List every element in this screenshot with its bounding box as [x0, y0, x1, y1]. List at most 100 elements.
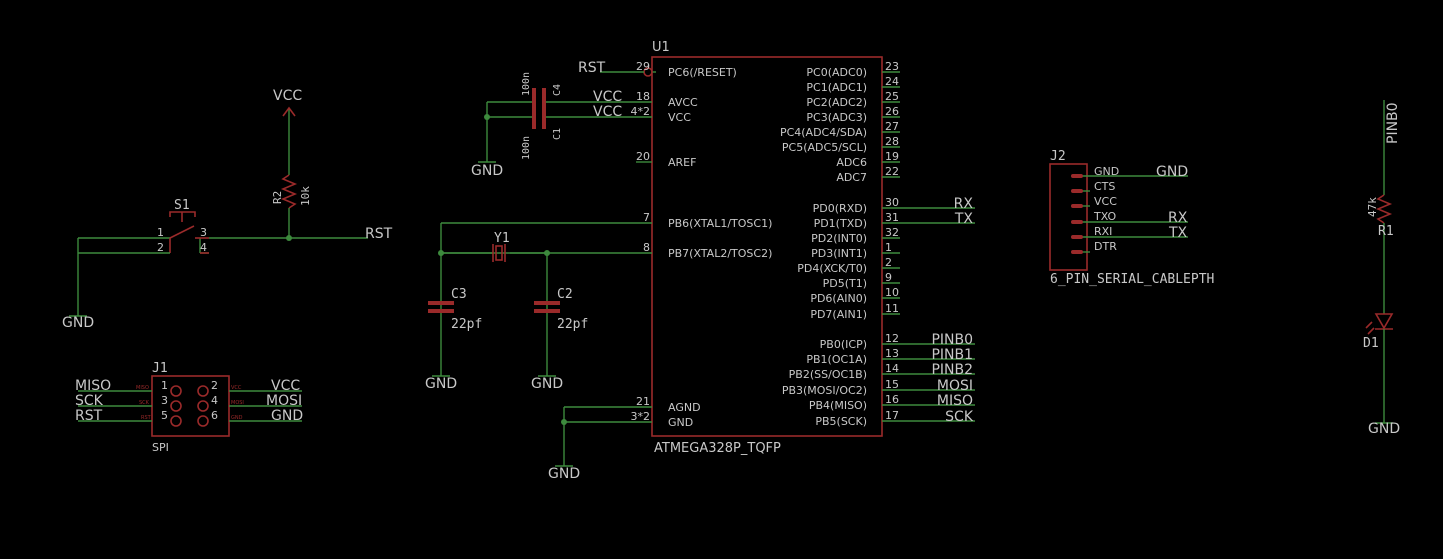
u1-pin-name: ADC6	[836, 156, 867, 169]
j2-pin-dtr: DTR	[1094, 240, 1117, 253]
u1-pin-number: 7	[643, 211, 650, 224]
rst-net-label: RST	[365, 226, 393, 242]
c3-value: 22pf	[451, 317, 482, 332]
u1-pin-number: 25	[885, 90, 899, 103]
u1-pin-name: GND	[668, 416, 693, 429]
u1-gnd-label: GND	[548, 466, 580, 482]
c4-value: 100n	[521, 72, 532, 96]
s1-ref: S1	[174, 198, 190, 213]
u1-pin-name: PD7(AIN1)	[810, 308, 867, 321]
s1-pin-2: 2	[157, 241, 164, 254]
u1-pin-name: VCC	[668, 111, 691, 124]
capacitor-c4-c1[interactable]	[484, 88, 600, 162]
u1-pin-number: 13	[885, 347, 899, 360]
reset-gnd-label: GND	[62, 315, 94, 331]
u1-pin-number: 16	[885, 393, 899, 406]
j1-pin-4: 4	[211, 394, 218, 407]
j1-pin-1: 1	[161, 379, 168, 392]
u1-pin-number: 4*2	[631, 105, 651, 118]
u1-pin-name: PB2(SS/OC1B)	[789, 368, 867, 381]
u1-pin-name: PC4(ADC4/SDA)	[780, 126, 867, 139]
u1-pin-name: PD1(TXD)	[814, 217, 867, 230]
j1-net-miso: MISO	[75, 378, 111, 394]
c2-value: 22pf	[557, 317, 588, 332]
j1-net-rst: RST	[75, 408, 103, 424]
c2-ref: C2	[557, 287, 573, 302]
j1-net-vcc: VCC	[271, 378, 300, 394]
u1-pin-name: PC3(ADC3)	[806, 111, 867, 124]
u1-pin-name: AVCC	[668, 96, 698, 109]
c3-ref: C3	[451, 287, 467, 302]
u1-pin-name: PC5(ADC5/SCL)	[782, 141, 867, 154]
u1-pin-name: PB6(XTAL1/TOSC1)	[668, 217, 772, 230]
u1-value: ATMEGA328P_TQFP	[654, 441, 781, 456]
u1-pin-name: AGND	[668, 401, 701, 414]
u1-pin-number: 3*2	[631, 410, 651, 423]
crystal-y1[interactable]	[438, 223, 550, 376]
j2-serial-header[interactable]	[1049, 163, 1188, 271]
u1-right-pins: PC0(ADC0)23PC1(ADC1)24PC2(ADC2)25PC3(ADC…	[780, 60, 975, 428]
u1-pin-name: PB3(MOSI/OC2)	[782, 384, 867, 397]
net-label-vcc: VCC	[593, 104, 622, 120]
c1-ref: C1	[552, 128, 563, 140]
j1-tiny-sck: SCK	[139, 400, 150, 406]
led-gnd-label: GND	[1368, 421, 1400, 437]
u1-pin-number: 27	[885, 120, 899, 133]
j2-net-rx: RX	[1168, 210, 1188, 226]
j2-pin-cts: CTS	[1094, 180, 1115, 193]
j1-net-gnd: GND	[271, 408, 303, 424]
u1-net-label: TX	[954, 211, 974, 227]
u1-ground-wire	[555, 407, 573, 467]
u1-pin-number: 18	[636, 90, 650, 103]
s1-pin-1: 1	[157, 226, 164, 239]
j2-value: 6_PIN_SERIAL_CABLEPTH	[1050, 272, 1214, 287]
r2-value: 10k	[299, 186, 312, 206]
j2-pin-gnd: GND	[1094, 165, 1119, 178]
j1-pin-2: 2	[211, 379, 218, 392]
j1-pin-6: 6	[211, 409, 218, 422]
u1-pin-name: AREF	[668, 156, 696, 169]
u1-pin-number: 23	[885, 60, 899, 73]
capacitor-c2[interactable]	[534, 301, 560, 313]
reset-circuit[interactable]	[69, 106, 368, 317]
j1-pin-5: 5	[161, 409, 168, 422]
j1-tiny-miso: MISO	[136, 385, 149, 391]
u1-pin-name: PB1(OC1A)	[806, 353, 867, 366]
j1-spi-header[interactable]	[78, 375, 302, 437]
u1-pin-number: 10	[885, 286, 899, 299]
u1-pin-name: PB7(XTAL2/TOSC2)	[668, 247, 772, 260]
u1-pin-name: PC1(ADC1)	[806, 81, 867, 94]
u1-pin-name: PC2(ADC2)	[806, 96, 867, 109]
u1-pin-number: 21	[636, 395, 650, 408]
u1-pin-name: PB5(SCK)	[815, 415, 867, 428]
s1-pin-3: 3	[200, 226, 207, 239]
j1-tiny-vcc: VCC	[231, 385, 242, 391]
u1-net-label: SCK	[945, 409, 974, 425]
j2-net-tx: TX	[1168, 225, 1188, 241]
u1-pin-number: 19	[885, 150, 899, 163]
j2-ref: J2	[1050, 149, 1066, 164]
u1-pin-number: 20	[636, 150, 650, 163]
capacitor-c3[interactable]	[428, 301, 454, 313]
net-label-vcc-avcc: VCC	[593, 89, 622, 105]
u1-pin-number: 31	[885, 211, 899, 224]
u1-pin-number: 24	[885, 75, 899, 88]
u1-pin-number: 1	[885, 241, 892, 254]
y1-ref: Y1	[494, 231, 510, 246]
u1-pin-number: 17	[885, 409, 899, 422]
u1-left-pin-labels: PC6(/RESET)29AVCC18VCC4*2AREF20PB6(XTAL1…	[631, 60, 773, 429]
u1-pin-number: 9	[885, 271, 892, 284]
j1-net-mosi: MOSI	[266, 393, 302, 409]
u1-pin-name: ADC7	[836, 171, 867, 184]
c4-ref: C4	[552, 84, 563, 96]
u1-pin-name: PD2(INT0)	[811, 232, 867, 245]
led-net-pinb0: PINB0	[1385, 102, 1401, 144]
net-label-rst: RST	[578, 60, 606, 76]
led-circuit[interactable]	[1365, 100, 1394, 424]
u1-net-label: PINB2	[931, 362, 973, 378]
u1-pin-name: PD4(XCK/T0)	[797, 262, 867, 275]
c2-gnd-label: GND	[531, 376, 563, 392]
u1-pin-number: 26	[885, 105, 899, 118]
u1-pin-number: 12	[885, 332, 899, 345]
